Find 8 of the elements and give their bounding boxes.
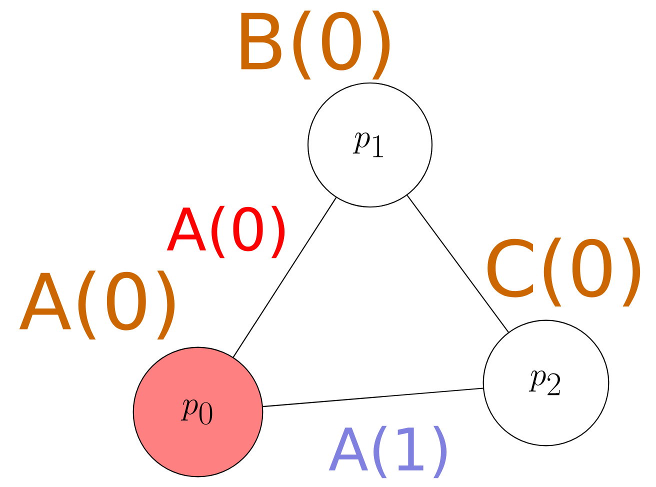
edge-label: A(0) [165,204,291,260]
connector-line [262,388,484,408]
edge-label: A(1) [327,424,453,480]
node-caption: C(0) [488,238,640,306]
node-caption: B(0) [241,10,390,80]
connector-line [406,194,509,333]
node-caption: A(0) [19,270,175,340]
connector-line [232,197,337,358]
